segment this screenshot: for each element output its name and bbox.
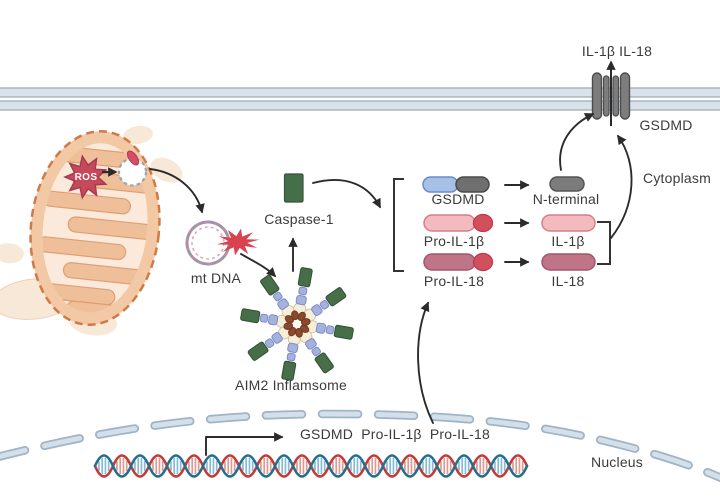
mtdna-escape-icon — [102, 150, 148, 187]
arrow-cytokines-to-pore — [610, 134, 633, 239]
caspase1-icon — [283, 173, 304, 203]
pro-il18-molecule-icon — [423, 252, 494, 272]
aim2-inflammasome-icon — [240, 267, 354, 381]
mitochondrion-icon — [0, 125, 183, 336]
arrow-mito-to-mtdna — [149, 168, 205, 214]
gsdmd-molecule-icon — [422, 176, 490, 193]
il18-molecule-icon — [541, 253, 596, 271]
substrate-bracket — [393, 178, 404, 272]
nucleus-label: Nucleus — [591, 454, 643, 470]
gene-transcripts-label: GSDMD Pro-IL-1β Pro-IL-18 — [299, 426, 491, 442]
substrate-pro-il1b-label: Pro-IL-1β — [423, 233, 485, 249]
cytoplasm-label: Cytoplasm — [643, 170, 711, 186]
product-n-terminal-label: N-terminal — [532, 191, 600, 207]
il1b-molecule-icon — [541, 214, 596, 232]
dna-helix-icon — [93, 454, 529, 478]
aim2-label: AIM2 Inflamsome — [235, 377, 347, 393]
arrow-nterminal-to-pore — [559, 113, 595, 171]
n-terminal-molecule-icon — [549, 176, 585, 192]
pathway-arrows — [149, 113, 633, 456]
product-il1b-label: IL-1β — [551, 233, 585, 249]
product-bracket — [597, 221, 611, 265]
product-il18-label: IL-18 — [551, 273, 585, 289]
mtdna-label: mt DNA — [190, 270, 242, 286]
caspase1-label: Caspase-1 — [264, 211, 334, 227]
arrow-caspase-to-substrates — [312, 179, 381, 209]
gsdmd-pore-icon — [591, 72, 631, 120]
ros-burst-icon — [63, 154, 108, 200]
substrate-pro-il18-label: Pro-IL-18 — [423, 273, 485, 289]
nuclear-envelope — [0, 409, 720, 483]
pro-il1b-molecule-icon — [423, 213, 494, 233]
substrate-gsdmd-label: GSDMD — [431, 191, 485, 207]
arrow-gene-to-substrates — [417, 301, 434, 424]
ros-label: ROS — [74, 172, 98, 183]
mtdna-damage-star-icon — [216, 228, 260, 256]
secreted-cytokines-label: IL-1β IL-18 — [581, 43, 653, 59]
plasma-membrane — [0, 87, 720, 111]
pore-gsdmd-label: GSDMD — [639, 117, 693, 133]
arrow-mtdna-to-aim2 — [240, 253, 277, 278]
transcription-arrow — [205, 432, 284, 456]
